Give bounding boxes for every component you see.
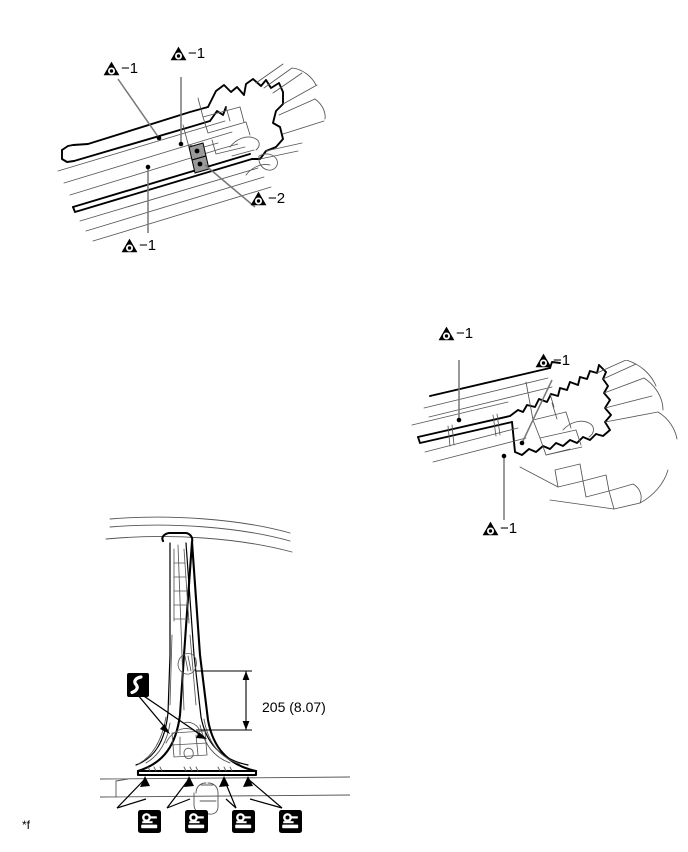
figure-center-pillar [100, 505, 350, 815]
weld-process-icon-2[interactable] [185, 810, 208, 833]
weld-callout-1f[interactable]: −1 [482, 521, 517, 536]
weld-point-triangle-icon [438, 326, 455, 341]
weld-callout-label: −2 [268, 190, 286, 207]
dimension-arrowheads [242, 671, 250, 730]
weld-callout-2a[interactable]: −2 [250, 191, 285, 206]
weld-process-icon-1[interactable] [138, 810, 161, 833]
roof-side-rail-upper-drawing [57, 63, 326, 242]
dimension-extension-lines [196, 670, 252, 731]
weld-callout-1e[interactable]: −1 [535, 353, 570, 368]
footnote-label: *f [22, 818, 31, 832]
roof-side-rail-lower-drawing [411, 360, 678, 520]
figure-roof-side-rail-upper [40, 55, 340, 275]
weld-nugget-pair [188, 142, 210, 174]
weld-callout-1a[interactable]: −1 [103, 61, 138, 76]
weld-icon-leader-stems [116, 778, 283, 809]
weld-callout-1d[interactable]: −1 [438, 326, 473, 341]
weld-point-triangle-icon [103, 61, 120, 76]
weld-process-icon-3[interactable] [232, 810, 255, 833]
weld-callout-label: −1 [500, 520, 518, 537]
weld-callout-label: −1 [121, 60, 139, 77]
center-pillar-drawing [100, 516, 350, 815]
leader-lines [458, 360, 553, 520]
sealer-arrowheads [160, 724, 207, 739]
weld-icon-leader-lines [116, 798, 283, 809]
leader-lines [117, 77, 256, 233]
weld-process-icon-4[interactable] [279, 810, 302, 833]
leader-dots [145, 135, 184, 170]
weld-callout-label: −1 [456, 325, 474, 342]
weld-callout-label: −1 [188, 45, 206, 62]
figure-roof-side-rail-lower [400, 360, 688, 540]
weld-point-triangle-icon [482, 521, 499, 536]
weld-point-triangle-icon [170, 46, 187, 61]
sealer-icon[interactable] [127, 673, 149, 697]
weld-callout-1b[interactable]: −1 [170, 46, 205, 61]
weld-callout-label: −1 [139, 237, 157, 254]
leader-dots [456, 417, 525, 459]
weld-callout-label: −1 [553, 352, 571, 369]
weld-callout-1c[interactable]: −1 [121, 238, 156, 253]
weld-point-triangle-icon [121, 238, 138, 253]
weld-point-triangle-icon [250, 191, 267, 206]
pillar-dimension-label: 205 (8.07) [262, 699, 326, 715]
weld-point-triangle-icon [535, 353, 552, 368]
